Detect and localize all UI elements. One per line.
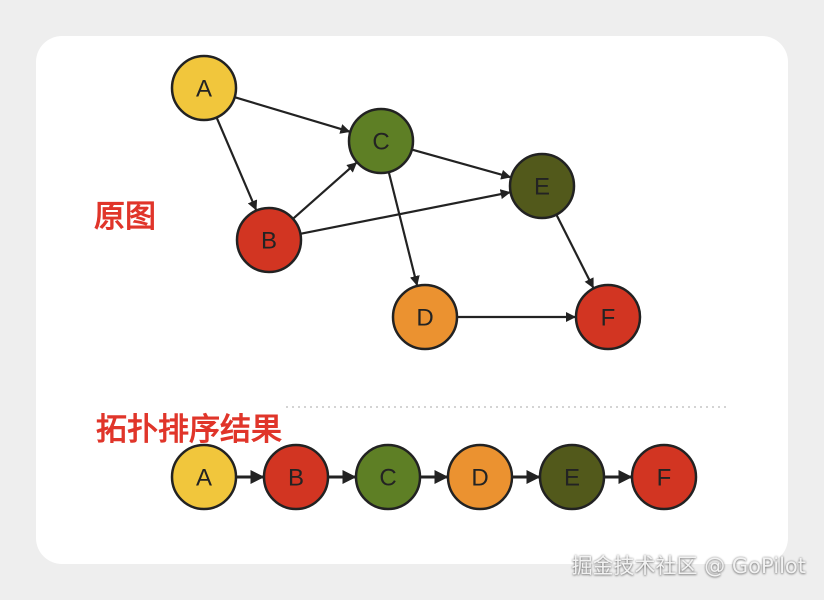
edge-b-to-c-arrow bbox=[292, 162, 358, 220]
result-sequence: A B C D E F bbox=[170, 443, 698, 511]
watermark: 掘金技术社区 @ GoPilot bbox=[571, 554, 806, 578]
edges-layer bbox=[215, 96, 595, 322]
result-node-c-label: C bbox=[379, 465, 396, 492]
result-node-c: C bbox=[354, 443, 422, 511]
graph-node-f-label: F bbox=[601, 305, 616, 332]
graph-node-d-label: D bbox=[416, 305, 433, 332]
graph-node-e-circle bbox=[508, 152, 576, 220]
result-node-d-circle bbox=[446, 443, 514, 511]
result-node-a-circle bbox=[170, 443, 238, 511]
result-node-b: B bbox=[262, 443, 330, 511]
topological-sort-result-label: 拓扑排序结果 bbox=[96, 412, 282, 448]
graph-node-e-label: E bbox=[534, 174, 550, 201]
edge-c-to-d-arrow bbox=[387, 171, 420, 286]
result-node-e: E bbox=[538, 443, 606, 511]
result-node-f-circle bbox=[630, 443, 698, 511]
graph-node-a-circle bbox=[170, 54, 238, 122]
graph-node-f-circle bbox=[574, 283, 642, 351]
graph-node-b: B bbox=[235, 206, 303, 274]
result-node-f-label: F bbox=[657, 465, 672, 492]
result-node-f: F bbox=[630, 443, 698, 511]
result-node-e-circle bbox=[538, 443, 606, 511]
edge-c-to-e-arrow bbox=[411, 148, 512, 180]
graph-node-a: A bbox=[170, 54, 238, 122]
graph-node-a-label: A bbox=[196, 76, 212, 103]
result-node-c-circle bbox=[354, 443, 422, 511]
graph-node-b-label: B bbox=[261, 228, 277, 255]
graph-node-e: E bbox=[508, 152, 576, 220]
edge-b-to-e-arrow bbox=[300, 189, 511, 235]
result-node-a-label: A bbox=[196, 465, 212, 492]
result-node-e-label: E bbox=[564, 465, 580, 492]
result-node-d-label: D bbox=[471, 465, 488, 492]
graph-node-f: F bbox=[574, 283, 642, 351]
nodes-layer: A B C D E F bbox=[170, 54, 642, 351]
edge-e-to-f-arrow bbox=[555, 214, 595, 289]
graph-node-b-circle bbox=[235, 206, 303, 274]
result-node-d: D bbox=[446, 443, 514, 511]
graph-node-c-circle bbox=[347, 107, 415, 175]
edge-a-to-c-arrow bbox=[234, 96, 351, 134]
graph-node-d: D bbox=[391, 283, 459, 351]
graph-node-c: C bbox=[347, 107, 415, 175]
result-node-a: A bbox=[170, 443, 238, 511]
result-node-b-label: B bbox=[288, 465, 304, 492]
edge-a-to-b-arrow bbox=[215, 116, 258, 211]
graph-node-d-circle bbox=[391, 283, 459, 351]
original-graph-label: 原图 bbox=[94, 199, 156, 235]
result-node-b-circle bbox=[262, 443, 330, 511]
graph-node-c-label: C bbox=[372, 129, 389, 156]
